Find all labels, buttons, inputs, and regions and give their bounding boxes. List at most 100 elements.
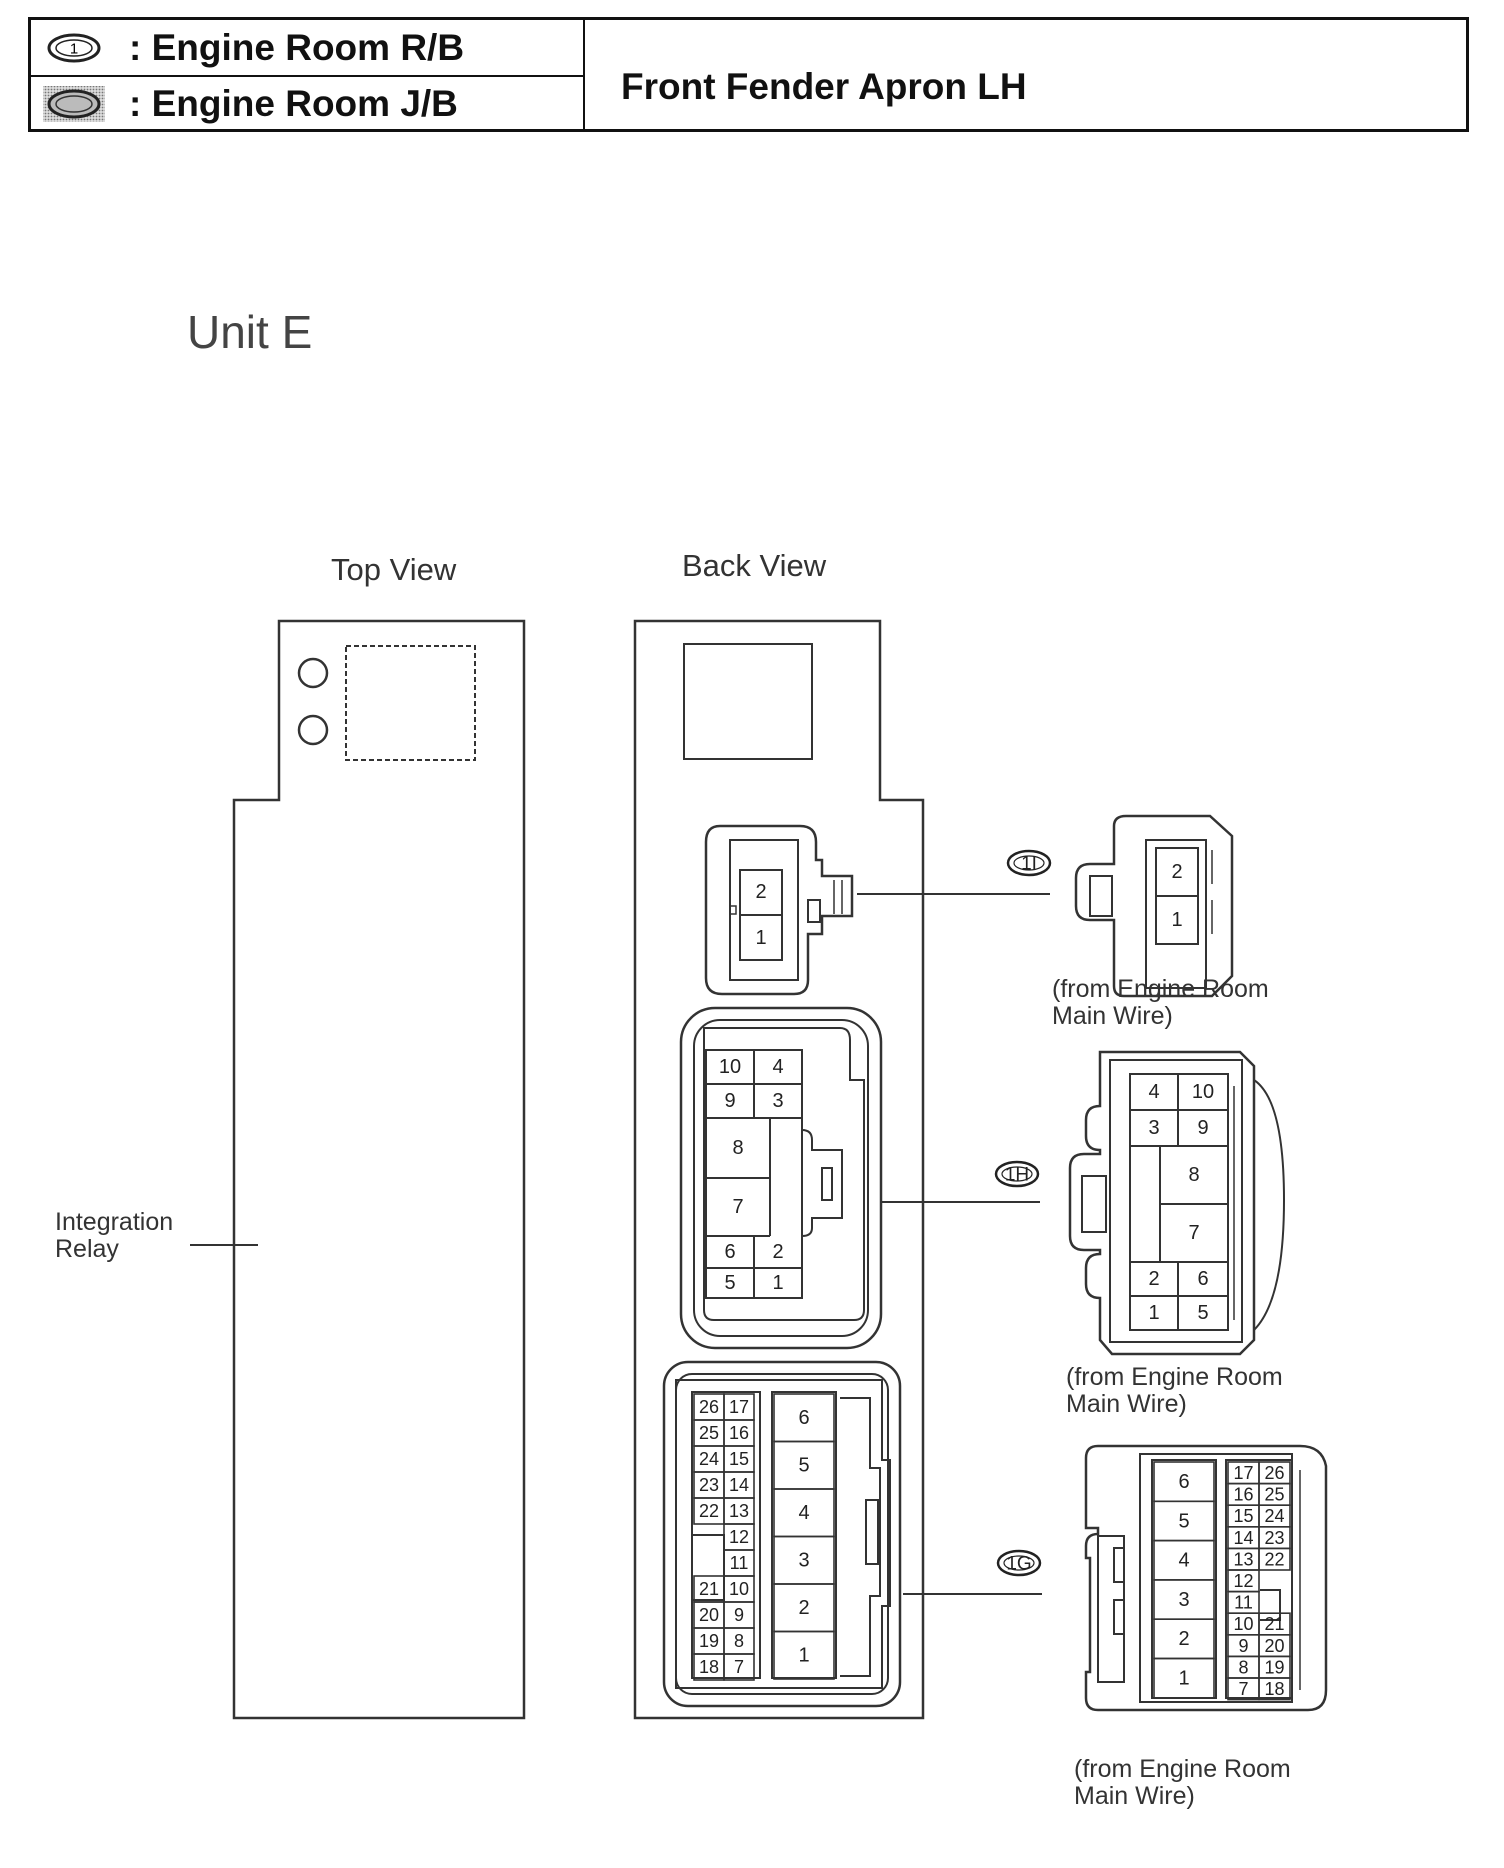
- connector-1h-back-pin: 5: [724, 1272, 735, 1294]
- connector-1i-front-pins: 21: [1171, 861, 1182, 931]
- connector-1g-front-small-pin: 20: [1264, 1636, 1284, 1656]
- connector-1g-front-small-pin-cell: [1258, 1547, 1291, 1571]
- connector-1i-back-pins: 21: [755, 881, 766, 949]
- connector-1g-back-small-pin: 25: [699, 1423, 719, 1443]
- connector-1i-front-pin: 2: [1171, 861, 1182, 883]
- connector-1i-back-pin: 2: [755, 881, 766, 903]
- connector-1g-back-housing: [662, 1360, 902, 1708]
- connector-1g-front-small-pin: 17: [1233, 1463, 1253, 1483]
- top-view-relay-footprint: [345, 645, 476, 761]
- connector-1g-front-large-pin-cell: [1153, 1657, 1215, 1699]
- back-view-label: Back View: [682, 548, 827, 583]
- connector-1i-front-pin: 1: [1171, 909, 1182, 931]
- connector-1h-front-pin: 5: [1197, 1302, 1208, 1324]
- connector-1h-back-pin: 2: [772, 1241, 783, 1263]
- top-view-outline: [232, 619, 526, 1720]
- connector-1g-back-small-pin: 23: [699, 1475, 719, 1495]
- connector-1g-back-large-pin: 4: [798, 1502, 809, 1524]
- connector-1g-back-small-pin: 21: [699, 1579, 719, 1599]
- connector-1g-back-small-pin: 11: [730, 1553, 749, 1573]
- header-divider-horizontal: [31, 75, 583, 77]
- connector-1g-front-large-pin: 1: [1178, 1668, 1189, 1690]
- connector-1g-front-small-pin: 11: [1234, 1593, 1253, 1613]
- connector-1g-front-small-pin: 25: [1264, 1485, 1284, 1505]
- connector-1g-back-small-pin: 26: [699, 1397, 719, 1417]
- connector-1h-back-pin: 6: [724, 1241, 735, 1263]
- connector-1g-source: (from Engine Room Main Wire): [1074, 1756, 1291, 1810]
- connector-1h-back-pin: 8: [732, 1137, 743, 1159]
- connector-1g-back-small-pin: 9: [734, 1605, 744, 1625]
- connector-1g-code: 1G: [1006, 1554, 1031, 1575]
- connector-1g-front-large-pin: 4: [1178, 1550, 1189, 1572]
- back-view-relay-socket: [683, 643, 813, 760]
- connector-1h-front-pin: 4: [1148, 1081, 1159, 1103]
- connector-1g-source-line-1: (from Engine Room: [1074, 1755, 1291, 1783]
- unit-title: Unit E: [187, 306, 313, 358]
- connector-1g-front-small-pin: 14: [1233, 1528, 1253, 1548]
- connector-1h-back-pin: 9: [724, 1090, 735, 1112]
- connector-1g-back-large-pin: 1: [798, 1645, 809, 1667]
- connector-1g-front-small-pin: 15: [1233, 1506, 1253, 1526]
- connector-1g-code-icon: 1G: [996, 1549, 1042, 1577]
- connector-1g-front-small-pin: 18: [1264, 1679, 1284, 1699]
- connector-1h-source-line-1: (from Engine Room: [1066, 1363, 1283, 1391]
- connector-1g-front-housing: [1084, 1444, 1328, 1712]
- connector-1g-back-small-pin: 7: [734, 1657, 744, 1677]
- connector-1g-front-small-pin: 10: [1233, 1614, 1253, 1634]
- connector-1g-back-small-pin: 13: [729, 1501, 749, 1521]
- connector-1h-back-pin: 7: [732, 1196, 743, 1218]
- connector-1g-front-small-pin: 8: [1238, 1657, 1248, 1677]
- connector-1g-front-small-pin: 12: [1233, 1571, 1253, 1591]
- connector-1g-front-small-pin: 21: [1264, 1614, 1284, 1634]
- connector-1g-front-small-pin: 22: [1264, 1549, 1284, 1569]
- connector-1h-back-pin: 3: [772, 1090, 783, 1112]
- connector-1g-front-large-pin: 6: [1178, 1471, 1189, 1493]
- top-view-hole-lower: [297, 714, 329, 746]
- connector-1h-front-pin: 1: [1148, 1302, 1159, 1324]
- connector-1h-source-line-2: Main Wire): [1066, 1390, 1187, 1418]
- connector-1g-back-small-pin: 12: [729, 1527, 749, 1547]
- connector-1g-back-large-pin: 6: [798, 1407, 809, 1429]
- connector-1h-back-pin: 10: [719, 1056, 741, 1078]
- connector-1g-back-small-pin: 17: [729, 1397, 749, 1417]
- connector-1g-front-small-pin: 23: [1264, 1528, 1284, 1548]
- connector-1g-back-large-pin: 5: [798, 1455, 809, 1477]
- connector-1g-front-small-pin: 9: [1238, 1636, 1248, 1656]
- legend-label-junction-block: : Engine Room J/B: [129, 83, 458, 124]
- connector-1g-back-small-pin-cell: [723, 1653, 755, 1681]
- connector-1g-back-small-pin: 10: [729, 1579, 749, 1599]
- junction-block-symbol-icon: [41, 82, 107, 126]
- connector-1g-front-small-pin: 13: [1233, 1549, 1253, 1569]
- connector-1i-front-housing: [1074, 814, 1234, 998]
- connector-1g-back-small-pin: 8: [734, 1631, 744, 1651]
- connector-1g-back-large-pin: 3: [798, 1550, 809, 1572]
- relay-label-line-1: Integration: [55, 1208, 174, 1236]
- connector-1g-back-small-pin: 19: [699, 1631, 719, 1651]
- connector-1h-front-pin: 9: [1197, 1117, 1208, 1139]
- connector-1g-back-small-pin: 20: [699, 1605, 719, 1625]
- connector-1g-back-large-pin-cell: [773, 1630, 835, 1680]
- connector-1i-back-pin: 1: [755, 927, 766, 949]
- connector-1g-back-small-pin: 22: [699, 1501, 719, 1521]
- connector-1i-source-line-2: Main Wire): [1052, 1002, 1173, 1030]
- connector-1g-back-small-pin: 16: [729, 1423, 749, 1443]
- connector-1h-front-housing: [1068, 1050, 1256, 1356]
- connector-1g-back-large-pin: 2: [798, 1597, 809, 1619]
- connector-1h-front-pin: 7: [1188, 1222, 1199, 1244]
- connector-1h-back-housing: [679, 1006, 883, 1350]
- connector-1i-code: 1I: [1021, 854, 1037, 875]
- connector-1g-back-small-pin: 15: [729, 1449, 749, 1469]
- connector-1g-back-small-pin: 18: [699, 1657, 719, 1677]
- relay-label-line-2: Relay: [55, 1235, 119, 1263]
- connector-1g-source-line-2: Main Wire): [1074, 1782, 1195, 1810]
- header-divider-vertical: [583, 20, 585, 129]
- legend-row-junction-block: : Engine Room J/B: [41, 78, 458, 130]
- connector-1i-code-icon: 1I: [1006, 849, 1052, 877]
- connector-1g-front-small-pin-cell: [1258, 1677, 1291, 1701]
- connector-1h-source: (from Engine Room Main Wire): [1066, 1364, 1283, 1418]
- connector-1g-back-small-pin: 24: [699, 1449, 719, 1469]
- connector-1g-front-small-pin: 26: [1264, 1463, 1284, 1483]
